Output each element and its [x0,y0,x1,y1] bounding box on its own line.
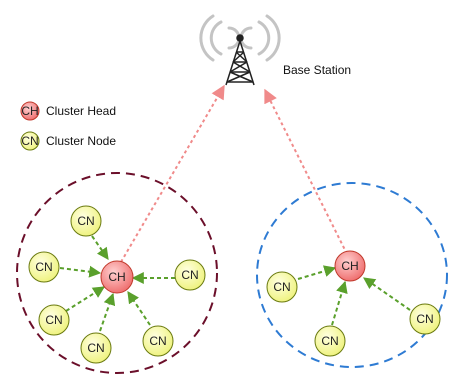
svg-text:CN: CN [35,260,52,274]
cluster-node: CN [80,332,112,364]
legend-node-label: Cluster Node [46,134,116,148]
link-cn-to-ch [331,280,348,326]
cluster-node: CN [174,259,206,291]
cluster-head: CH [100,260,134,294]
link-cn-to-ch [297,265,337,280]
cluster-node: CN [142,325,174,357]
svg-text:CN: CN [87,341,104,355]
svg-text:CN: CN [416,312,433,326]
uplink-arrow-right [264,88,348,255]
link-cn-to-ch [65,286,106,312]
svg-text:CN: CN [273,280,290,294]
cluster-left-links [59,235,175,332]
link-cn-to-ch [91,235,109,260]
svg-text:CH: CH [108,270,125,284]
cell-tower-icon [225,34,255,86]
cluster-node: CN [28,251,60,283]
cluster-node: CN [70,205,102,237]
legend-item-cluster-node: CN Cluster Node [20,131,116,151]
link-cn-to-ch [127,291,151,326]
legend-node-abbr: CN [21,134,38,148]
svg-text:CN: CN [149,334,166,348]
legend: CH Cluster Head CN Cluster Node [20,101,116,151]
base-station: Base Station [199,14,351,86]
cluster-left-boundary [16,172,218,374]
cluster-node: CN [409,303,441,335]
cluster-node: CN [38,304,70,336]
link-cn-to-ch [59,265,102,278]
svg-text:CN: CN [45,313,62,327]
svg-text:CN: CN [321,334,338,348]
svg-text:CH: CH [341,259,358,273]
cluster-left: CH CN CN CN CN CN CN [28,205,206,364]
cluster-node: CN [314,325,346,357]
legend-head-label: Cluster Head [46,104,116,118]
cluster-node: CN [266,271,298,303]
legend-item-cluster-head: CH Cluster Head [20,101,116,121]
legend-head-abbr: CH [21,104,38,118]
cluster-head: CH [334,250,366,282]
link-cn-to-ch [363,277,411,311]
link-cn-to-ch [99,292,116,332]
cluster-right-boundary [256,182,448,368]
svg-text:CN: CN [77,214,94,228]
uplink-arrow-left [120,84,225,263]
svg-text:CN: CN [181,268,198,282]
cluster-right: CH CN CN CN [266,250,441,357]
base-station-label: Base Station [283,63,351,77]
cluster-right-links [297,265,411,326]
